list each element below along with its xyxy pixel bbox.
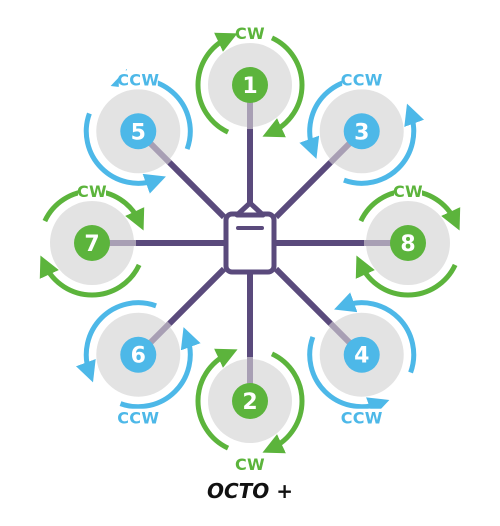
motor-5: 5 CCW xyxy=(83,68,193,194)
motor-number: 7 xyxy=(84,232,99,257)
motor-7: 7 CW xyxy=(39,182,145,298)
rotation-direction-label: CCW xyxy=(341,70,383,89)
motor-number: 4 xyxy=(354,344,369,369)
motor-number: 2 xyxy=(242,390,257,415)
frame-title: OCTO + xyxy=(207,479,293,503)
motor-number: 3 xyxy=(354,120,369,145)
rotation-arrow-2 xyxy=(39,255,142,298)
motor-hub xyxy=(390,225,426,261)
rotation-direction-label: CCW xyxy=(341,409,383,428)
motor-number: 5 xyxy=(131,120,146,145)
rotation-arrow-1 xyxy=(307,336,390,418)
rotation-direction-label: CW xyxy=(235,455,265,474)
motor-hub xyxy=(343,113,380,150)
rotation-arrow-2 xyxy=(195,32,238,135)
flight-controller-body xyxy=(223,200,277,275)
rotation-arrow-1 xyxy=(195,348,238,451)
motor-3: 3 CCW xyxy=(299,70,425,186)
label-backing xyxy=(118,70,158,90)
controller-frame xyxy=(223,211,277,275)
rotation-direction-label: CCW xyxy=(117,70,159,89)
rotation-direction-label: CCW xyxy=(117,409,159,428)
label-backing xyxy=(78,182,106,201)
motor-2: 2CW xyxy=(195,348,305,474)
motor-hub xyxy=(120,336,157,373)
rotation-arrow-1 xyxy=(355,255,458,298)
motor-number: 1 xyxy=(242,74,257,99)
rotation-direction-label: CW xyxy=(77,182,107,201)
arm-motor-3 xyxy=(273,160,333,220)
rotation-arrow-2 xyxy=(262,351,305,454)
motor-number: 6 xyxy=(131,344,146,369)
motor-1: 1 CW xyxy=(195,24,305,138)
arm-motor-5 xyxy=(167,160,227,220)
rotation-arrow-2 xyxy=(83,112,166,194)
label-backing xyxy=(394,182,422,201)
arm-motor-6 xyxy=(167,266,227,326)
arms xyxy=(136,129,364,357)
arm-motor-4 xyxy=(273,266,333,326)
rotation-arrow-1 xyxy=(75,300,157,383)
motor-hub xyxy=(232,67,268,103)
rotation-direction-label: CW xyxy=(393,182,423,201)
rotation-arrow-1 xyxy=(343,103,425,186)
label-backing xyxy=(342,408,382,428)
label-backing xyxy=(342,70,382,90)
motor-hub xyxy=(74,225,110,261)
label-backing xyxy=(236,24,264,43)
motor-hub xyxy=(343,336,380,373)
rotation-arrow-1 xyxy=(262,35,305,138)
motor-hub xyxy=(232,383,268,419)
front-direction-indicator xyxy=(234,200,266,218)
motor-8: 8 CW xyxy=(355,182,461,298)
rotation-arrow-2 xyxy=(119,327,201,410)
rotation-arrow-2 xyxy=(334,292,417,374)
label-backing xyxy=(118,408,158,428)
rotation-direction-label: CW xyxy=(235,24,265,43)
motor-number: 8 xyxy=(400,232,415,257)
motor-hub xyxy=(120,113,157,150)
label-backing xyxy=(236,455,264,474)
